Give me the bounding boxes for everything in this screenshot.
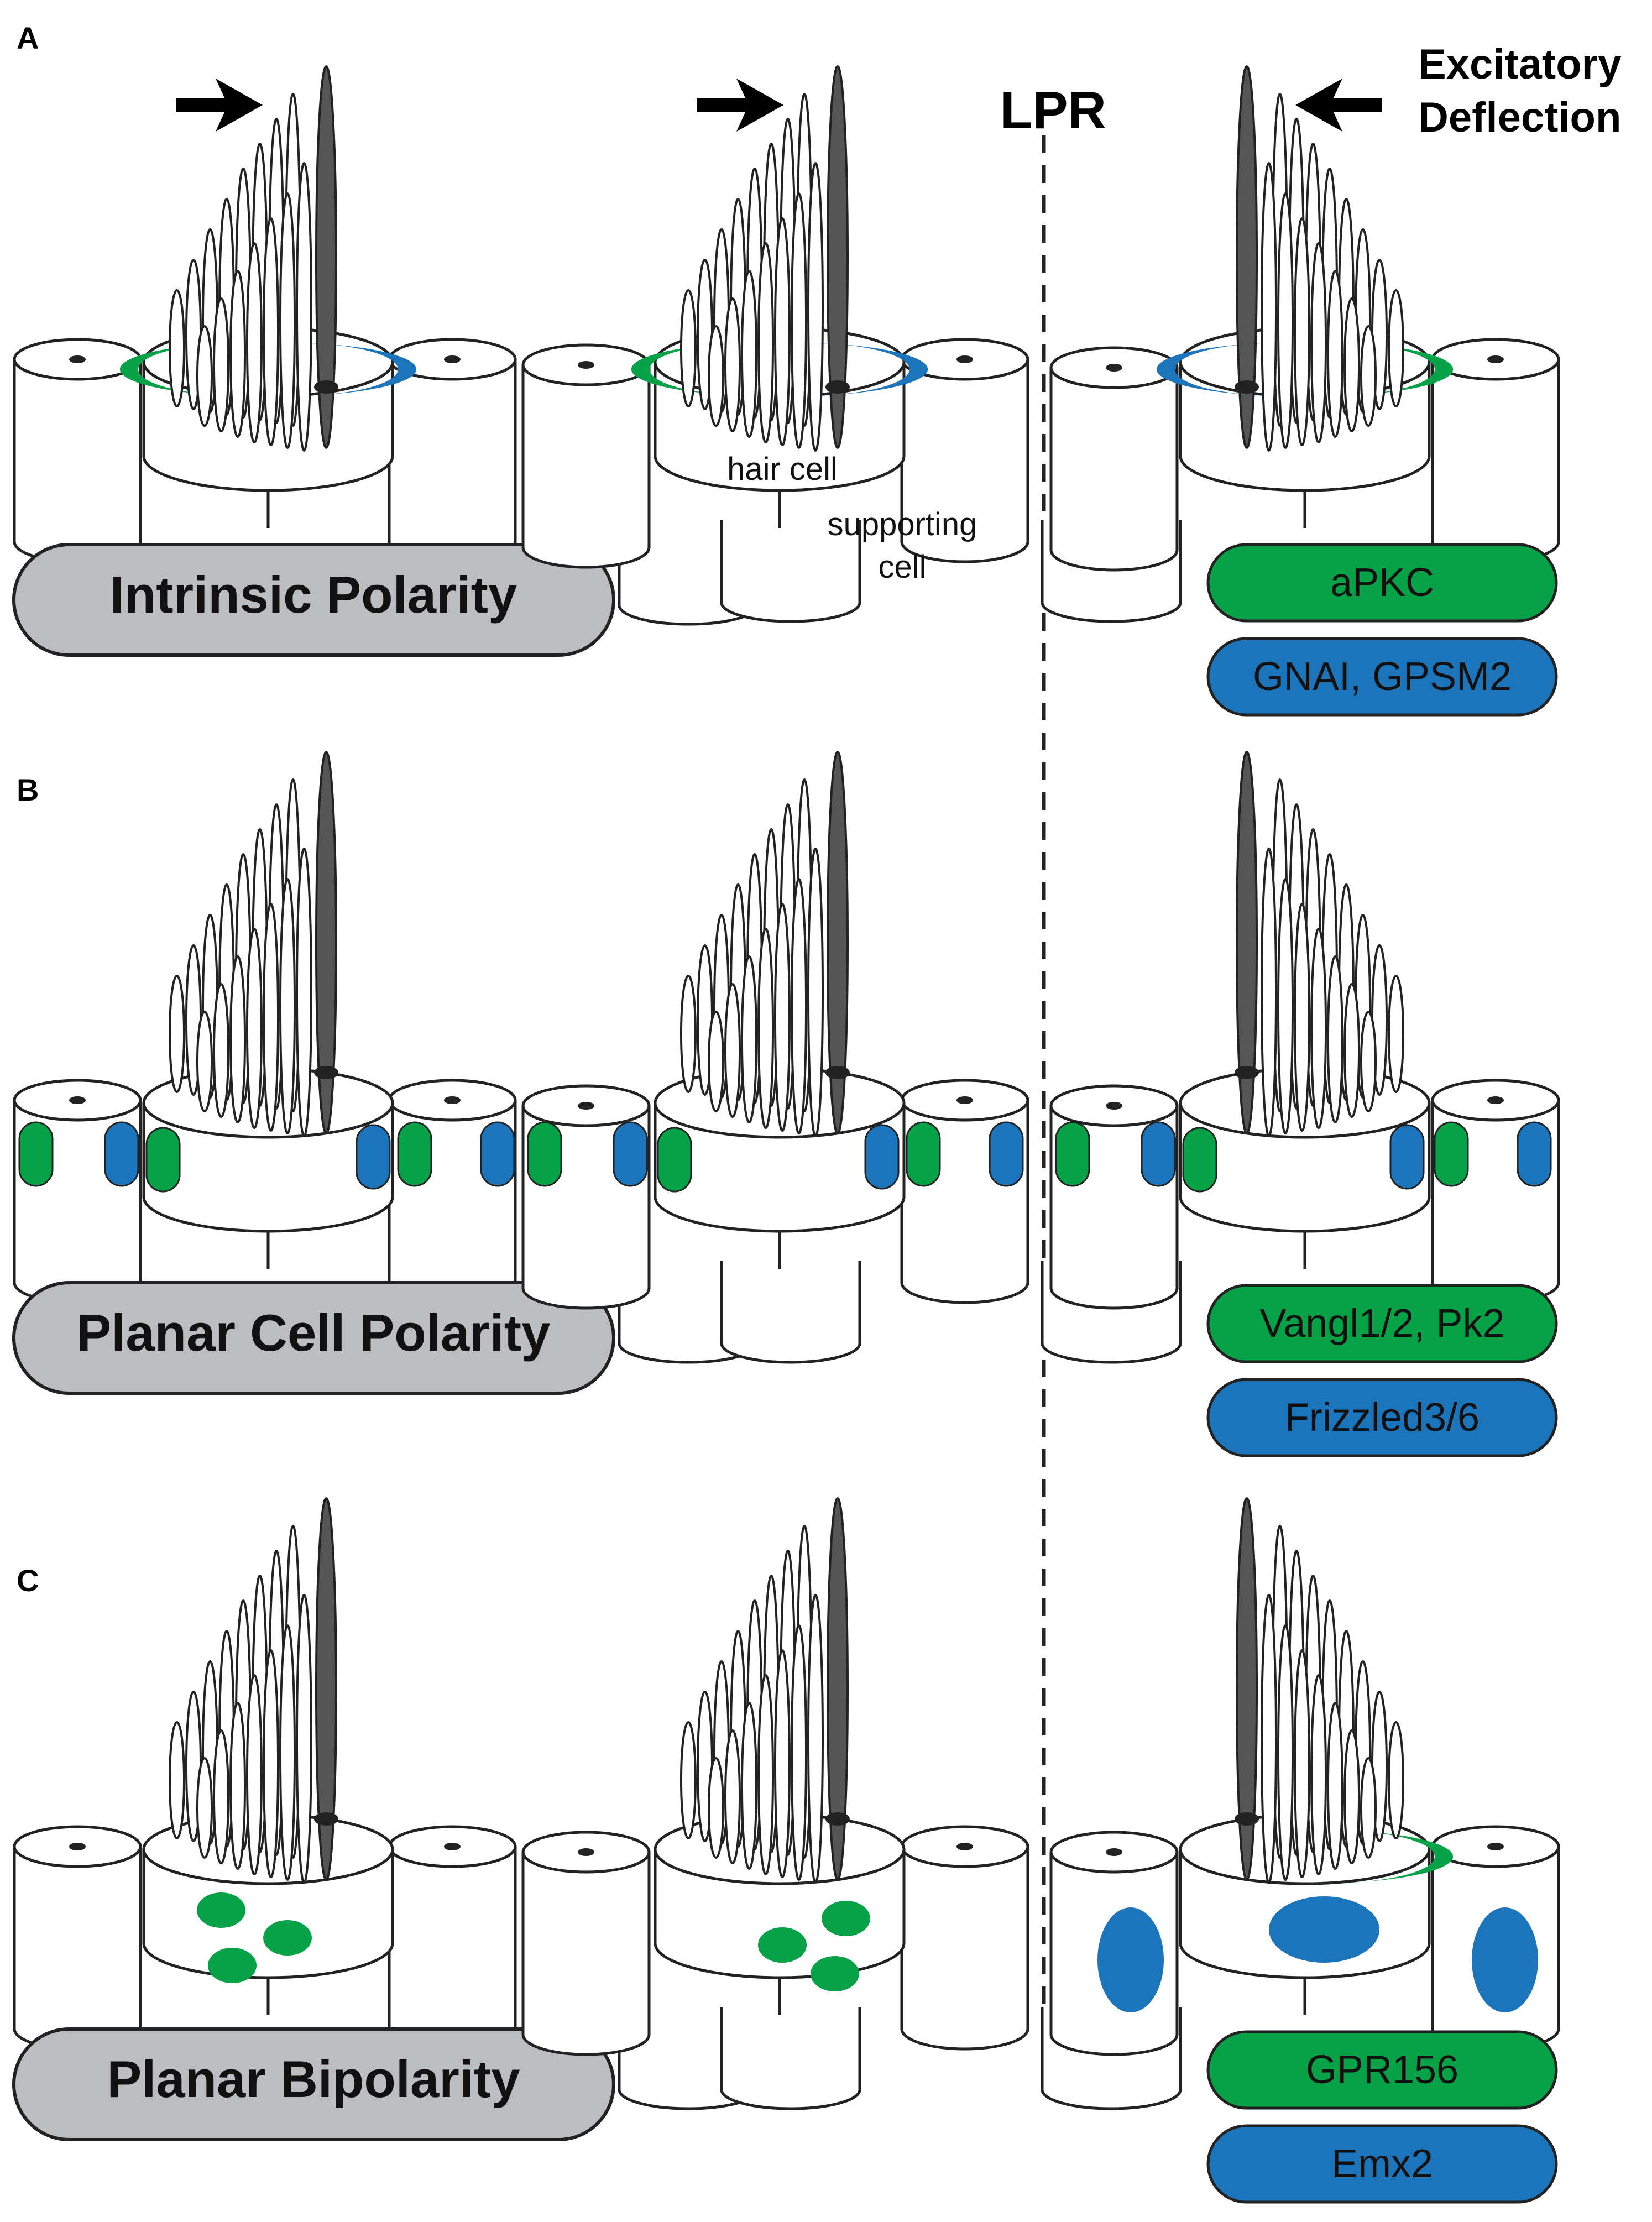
category-label: Intrinsic Polarity bbox=[110, 566, 517, 624]
vangl-patch bbox=[657, 1127, 692, 1193]
supporting-cell bbox=[14, 1827, 140, 2049]
vangl-patch bbox=[527, 1121, 562, 1187]
vangl-patch bbox=[1055, 1121, 1090, 1187]
supporting-cell bbox=[523, 345, 649, 567]
frizzled-patch bbox=[480, 1121, 515, 1187]
cell-group-1: Intrinsic Polarity bbox=[12, 65, 757, 657]
vangl-patch bbox=[18, 1121, 54, 1187]
supporting-cell bbox=[523, 1086, 649, 1308]
cell-group-2 bbox=[523, 751, 1028, 1362]
legend-blue-label: Frizzled3/6 bbox=[1285, 1395, 1480, 1440]
cell-group-3: Vangl1/2, Pk2 Frizzled3/6 bbox=[1042, 752, 1559, 1456]
cell-group-2: hair cell supporting cell bbox=[523, 65, 1028, 621]
cell-group-2 bbox=[523, 1497, 1028, 2109]
category-label: Planar Cell Polarity bbox=[77, 1304, 551, 1362]
right-arrow-icon bbox=[697, 79, 783, 132]
frizzled-patch bbox=[356, 1124, 391, 1190]
cell-group-1: Planar Bipolarity bbox=[12, 1497, 757, 2141]
panel-a: Intrinsic Polarity hair cell supporting … bbox=[12, 65, 1559, 715]
gpr156-vesicle bbox=[208, 1948, 257, 1983]
gpr156-vesicle bbox=[811, 1956, 859, 1991]
supporting-cell-label-line2: cell bbox=[878, 549, 926, 585]
supporting-cell-label-line1: supporting bbox=[828, 506, 977, 542]
panel-b: Planar Cell Polarity bbox=[12, 751, 1559, 1456]
category-pill bbox=[12, 2027, 615, 2141]
hair-cell-label: hair cell bbox=[727, 451, 838, 487]
legend-blue-label: GNAI, GPSM2 bbox=[1253, 655, 1512, 699]
supporting-cell bbox=[902, 1080, 1028, 1303]
frizzled-patch bbox=[613, 1121, 648, 1187]
category-pill bbox=[12, 543, 615, 657]
deflection-label-line1: Excitatory bbox=[1418, 41, 1622, 88]
vangl-patch bbox=[397, 1121, 432, 1187]
vangl-patch bbox=[906, 1121, 941, 1187]
emx2-nucleus bbox=[1472, 1907, 1538, 2012]
frizzled-patch bbox=[989, 1121, 1024, 1187]
legend-green-label: Vangl1/2, Pk2 bbox=[1260, 1301, 1505, 1346]
category-label: Planar Bipolarity bbox=[107, 2050, 520, 2108]
frizzled-patch bbox=[1517, 1121, 1552, 1187]
gpr156-vesicle bbox=[263, 1920, 312, 1956]
supporting-cell bbox=[389, 1080, 515, 1303]
supporting-cell bbox=[1051, 1086, 1177, 1308]
legend-green-label: GPR156 bbox=[1306, 2048, 1458, 2092]
supporting-cell bbox=[1051, 348, 1177, 570]
vangl-patch bbox=[1182, 1127, 1217, 1193]
deflection-label-line2: Deflection bbox=[1418, 94, 1621, 141]
legend-green-label: aPKC bbox=[1330, 561, 1434, 605]
panel-letter-b: B bbox=[17, 772, 39, 807]
category-pill bbox=[12, 1281, 615, 1395]
supporting-cell bbox=[902, 1827, 1028, 2049]
vangl-patch bbox=[1434, 1121, 1469, 1187]
frizzled-patch bbox=[1141, 1121, 1176, 1187]
supporting-cell bbox=[523, 1832, 649, 2054]
gpr156-vesicle bbox=[758, 1927, 807, 1963]
cell-group-3: aPKC GNAI, GPSM2 bbox=[1042, 66, 1559, 715]
supporting-cell bbox=[14, 1080, 140, 1303]
cell-group-1: Planar Cell Polarity bbox=[12, 751, 757, 1395]
supporting-cell bbox=[389, 1827, 515, 2049]
frizzled-patch bbox=[1389, 1124, 1425, 1190]
emx2-nucleus bbox=[1097, 1907, 1164, 2012]
legend-blue-label: Emx2 bbox=[1331, 2142, 1433, 2186]
vangl-patch bbox=[145, 1127, 181, 1193]
frizzled-patch bbox=[864, 1124, 900, 1190]
right-arrow-icon bbox=[176, 79, 263, 132]
left-arrow-icon bbox=[1295, 79, 1382, 132]
lpr-label: LPR bbox=[1000, 81, 1106, 140]
emx2-nucleus bbox=[1269, 1896, 1379, 1963]
cell-group-3: GPR156 Emx2 bbox=[1042, 1498, 1559, 2202]
supporting-cell bbox=[1433, 1080, 1559, 1303]
panel-c: Planar Bipolarity GPR156 bbox=[12, 1497, 1559, 2202]
frizzled-patch bbox=[104, 1121, 139, 1187]
gpr156-vesicle bbox=[197, 1892, 245, 1928]
gpr156-vesicle bbox=[822, 1901, 870, 1936]
panel-letter-a: A bbox=[17, 20, 39, 55]
panel-letter-c: C bbox=[17, 1563, 39, 1598]
